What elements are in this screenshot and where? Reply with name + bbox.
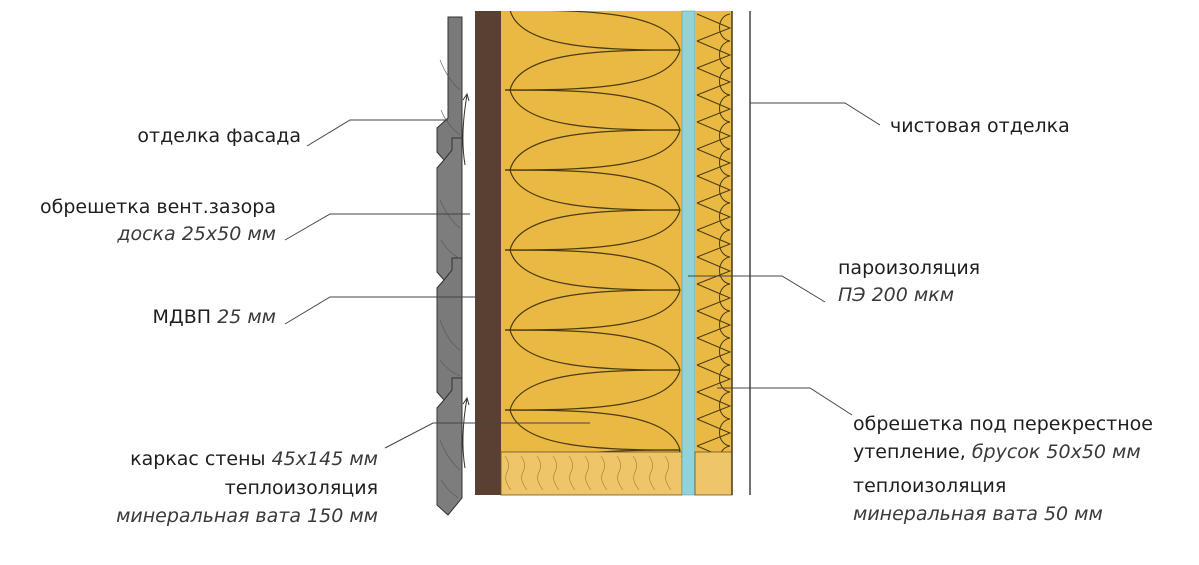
main-insulation <box>501 11 682 452</box>
label-cross-lathing: обрешетка под перекрестное <box>853 413 1153 435</box>
vapor-barrier <box>681 10 696 496</box>
label-frame-spec: 45x145 мм <box>272 448 378 470</box>
mineral-wool-pattern <box>504 11 681 452</box>
label-vapor-barrier: пароизоляция <box>838 257 980 279</box>
label-frame-name: каркас стены <box>130 448 265 470</box>
label-cross-insulation: теплоизоляция <box>853 475 1006 497</box>
label-vent-lathing: обрешетка вент.зазора <box>40 196 276 218</box>
label-interior-finish: чистовая отделка <box>890 115 1070 137</box>
label-cross-lathing-name: утепление, <box>853 441 966 463</box>
leader-lines <box>284 102 881 449</box>
label-mdvp: МДВП 25 мм <box>153 306 277 328</box>
frame-stud <box>500 451 683 496</box>
label-mdvp-spec: 25 мм <box>217 306 276 328</box>
label-insulation: теплоизоляция <box>225 477 378 499</box>
airflow-arrow-icon <box>462 92 470 469</box>
cross-insulation-pattern <box>696 13 732 452</box>
label-wall-frame: каркас стены 45x145 мм <box>130 448 378 470</box>
label-facade-finish: отделка фасада <box>137 125 301 147</box>
label-insulation-spec: минеральная вата 150 мм <box>116 505 378 527</box>
facade-siding <box>436 16 463 516</box>
mdvp-board <box>475 11 501 495</box>
label-cross-lathing-spec: брусок 50x50 мм <box>972 441 1141 463</box>
label-vent-lathing-spec: доска 25x50 мм <box>116 223 276 245</box>
label-cross-lathing-2: утепление, брусок 50x50 мм <box>853 441 1141 463</box>
label-mdvp-name: МДВП <box>153 306 212 328</box>
cross-lathing-bar <box>694 451 733 496</box>
label-cross-insulation-spec: минеральная вата 50 мм <box>853 503 1103 525</box>
label-vapor-barrier-spec: ПЭ 200 мкм <box>838 284 954 306</box>
